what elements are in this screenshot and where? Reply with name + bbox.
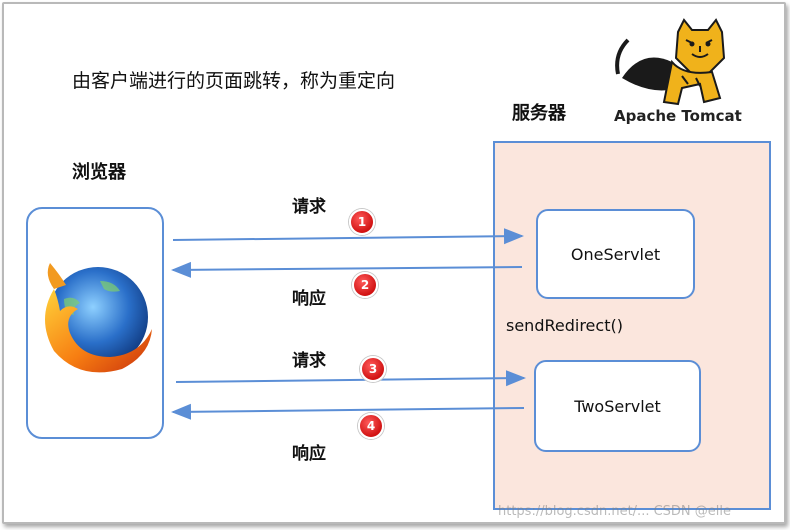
response-arrow-4: [171, 403, 525, 420]
step-1-badge: 1: [349, 209, 375, 235]
request-arrow-1: [172, 228, 524, 245]
step-2-label: 响应: [292, 289, 326, 309]
step-2-badge: 2: [352, 272, 378, 298]
step-4-badge: 4: [358, 413, 384, 439]
step-1-label: 请求: [292, 197, 326, 217]
send-redirect-label: sendRedirect(): [506, 316, 623, 335]
step-3-label: 请求: [292, 351, 326, 371]
tomcat-label: Apache Tomcat: [614, 107, 742, 125]
browser-label: 浏览器: [72, 162, 126, 183]
two-servlet-label: TwoServlet: [574, 396, 661, 416]
request-arrow-3: [175, 370, 526, 387]
step-3-badge: 3: [360, 356, 386, 382]
one-servlet-box: OneServlet: [536, 209, 695, 299]
page-title: 由客户端进行的页面跳转，称为重定向: [72, 70, 396, 92]
two-servlet-box: TwoServlet: [534, 360, 701, 452]
one-servlet-label: OneServlet: [570, 244, 661, 264]
server-label: 服务器: [512, 103, 566, 124]
firefox-logo-icon: [45, 263, 152, 373]
tomcat-logo-icon: [615, 18, 726, 106]
response-arrow-2: [171, 261, 523, 278]
step-4-label: 响应: [292, 444, 326, 464]
watermark: https://blog.csdn.net/... CSDN @elle: [498, 504, 732, 519]
browser-box: [26, 207, 164, 439]
